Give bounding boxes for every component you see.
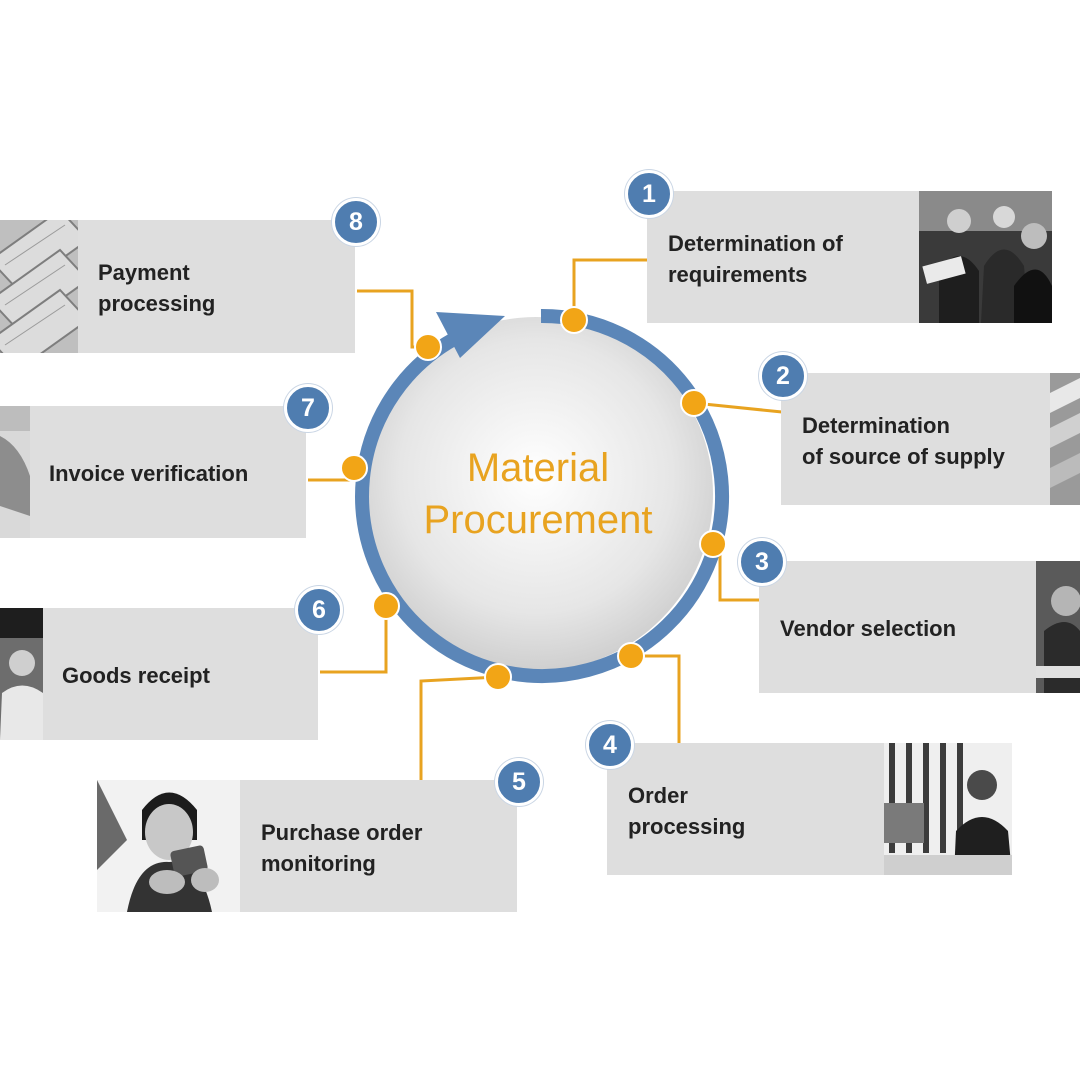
center-title-line2: Procurement <box>423 498 653 542</box>
step-6-box: Goods receipt <box>0 608 318 740</box>
connector-step-6 <box>320 606 388 674</box>
step-6-label: Goods receipt <box>62 663 210 688</box>
banknotes-photo <box>0 220 78 353</box>
dot-step-5 <box>484 663 512 691</box>
connector-step-5 <box>419 675 499 781</box>
dot-step-8 <box>414 333 442 361</box>
connector-step-1 <box>572 258 648 320</box>
dot-step-1 <box>560 306 588 334</box>
step-2-number-badge: 2 <box>759 352 807 400</box>
connector-step-4 <box>631 654 681 745</box>
step-3-number-badge: 3 <box>738 538 786 586</box>
connector-step-2 <box>693 401 783 414</box>
dot-step-3 <box>699 530 727 558</box>
step-6-number-badge: 6 <box>295 586 343 634</box>
dot-step-7 <box>340 454 368 482</box>
connector-dots <box>340 306 727 691</box>
dot-step-4 <box>617 642 645 670</box>
step-1-number-badge: 1 <box>625 170 673 218</box>
cycle-arrow-head <box>436 312 505 358</box>
dot-step-2 <box>680 389 708 417</box>
documents-photo <box>1050 373 1080 505</box>
mobile-device-photo <box>97 780 240 912</box>
step-4-number-badge: 4 <box>586 721 634 769</box>
warehouse-worker-photo <box>0 608 43 740</box>
headset-operator-photo <box>884 743 1012 875</box>
step-5-number-badge: 5 <box>495 758 543 806</box>
phone-call-photo <box>1036 561 1080 693</box>
step-7-box: Invoice verification <box>0 406 306 538</box>
business-meeting-photo <box>919 191 1052 323</box>
dot-step-6 <box>372 592 400 620</box>
step-3-label: Vendor selection <box>780 616 957 641</box>
step-3-box: Vendor selection <box>759 561 1080 693</box>
step-7-number-badge: 7 <box>284 384 332 432</box>
step-8-number-badge: 8 <box>332 198 380 246</box>
center-disc <box>359 317 713 671</box>
center-title: Material Procurement <box>368 442 708 546</box>
center-title-line1: Material <box>466 446 610 490</box>
paperwork-photo <box>0 406 30 538</box>
step-7-label: Invoice verification <box>49 461 249 486</box>
